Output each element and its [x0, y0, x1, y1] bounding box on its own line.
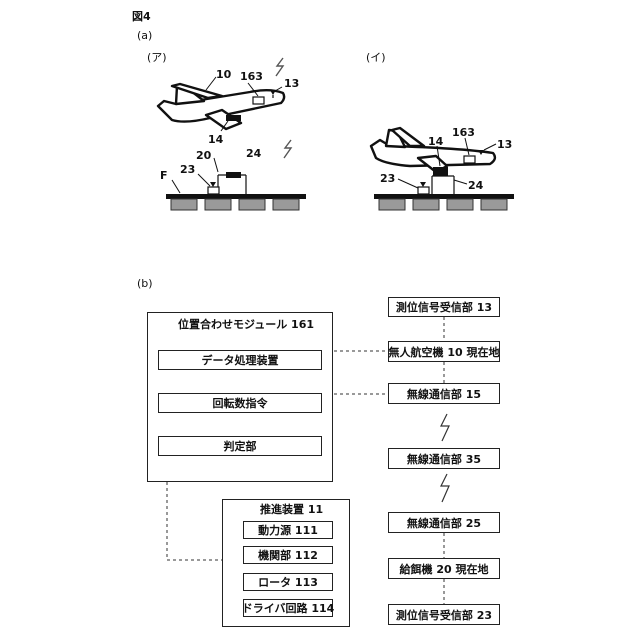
label-24-left: 24	[246, 148, 261, 159]
power-source-111: 動力源 111	[243, 521, 333, 539]
uav-10-current-position: 無人航空機 10 現在地	[388, 341, 500, 362]
box-23-left	[208, 187, 219, 194]
module-163-right	[464, 156, 475, 163]
feeder-20-current-position: 給餌機 20 現在地	[388, 558, 500, 579]
unit-24-left	[226, 172, 241, 178]
label-10-left: 10	[216, 69, 231, 80]
label-13-left: 13	[284, 78, 299, 89]
label-14-left: 14	[208, 134, 223, 145]
label-13-right: 13	[497, 139, 512, 150]
positioning-receiver-13: 測位信号受信部 13	[388, 297, 500, 317]
positioning-receiver-23: 測位信号受信部 23	[388, 604, 500, 625]
label-163-left: 163	[240, 71, 263, 82]
box-23-right	[418, 187, 429, 194]
signal-bolt-15-35	[441, 414, 449, 441]
panel-b-label: (b)	[137, 278, 153, 289]
unit-14-right	[433, 167, 448, 176]
label-24-right: 24	[468, 180, 483, 191]
label-20-left: 20	[196, 150, 211, 161]
feeder-20-right	[432, 176, 454, 195]
wireless-comm-35: 無線通信部 35	[388, 448, 500, 469]
signal-bolt-left-lower	[284, 140, 291, 158]
signal-bolt-left-upper	[276, 58, 283, 76]
determination-unit: 判定部	[158, 436, 322, 456]
aircraft-flying	[158, 84, 284, 129]
rotor-113: ロータ 113	[243, 573, 333, 591]
data-processing-unit: データ処理装置	[158, 350, 322, 370]
engine-unit-112: 機関部 112	[243, 546, 333, 564]
label-14-right: 14	[428, 136, 443, 147]
module-163-left	[253, 97, 264, 104]
alignment-module-title: 位置合わせモジュール 161	[178, 319, 314, 330]
ground-floor-left	[166, 194, 306, 199]
propulsion-device-title: 推進装置 11	[260, 504, 323, 515]
label-163-right: 163	[452, 127, 475, 138]
label-23-left: 23	[180, 164, 195, 175]
wireless-comm-25: 無線通信部 25	[388, 512, 500, 533]
label-F: F	[160, 170, 168, 181]
signal-bolt-35-25	[441, 474, 449, 502]
rotation-speed-command: 回転数指令	[158, 393, 322, 413]
label-23-right: 23	[380, 173, 395, 184]
ground-floor-right	[374, 194, 514, 199]
wireless-comm-15: 無線通信部 15	[388, 383, 500, 404]
unit-14-left	[226, 115, 241, 121]
driver-circuit-114: ドライバ回路 114	[243, 599, 333, 617]
